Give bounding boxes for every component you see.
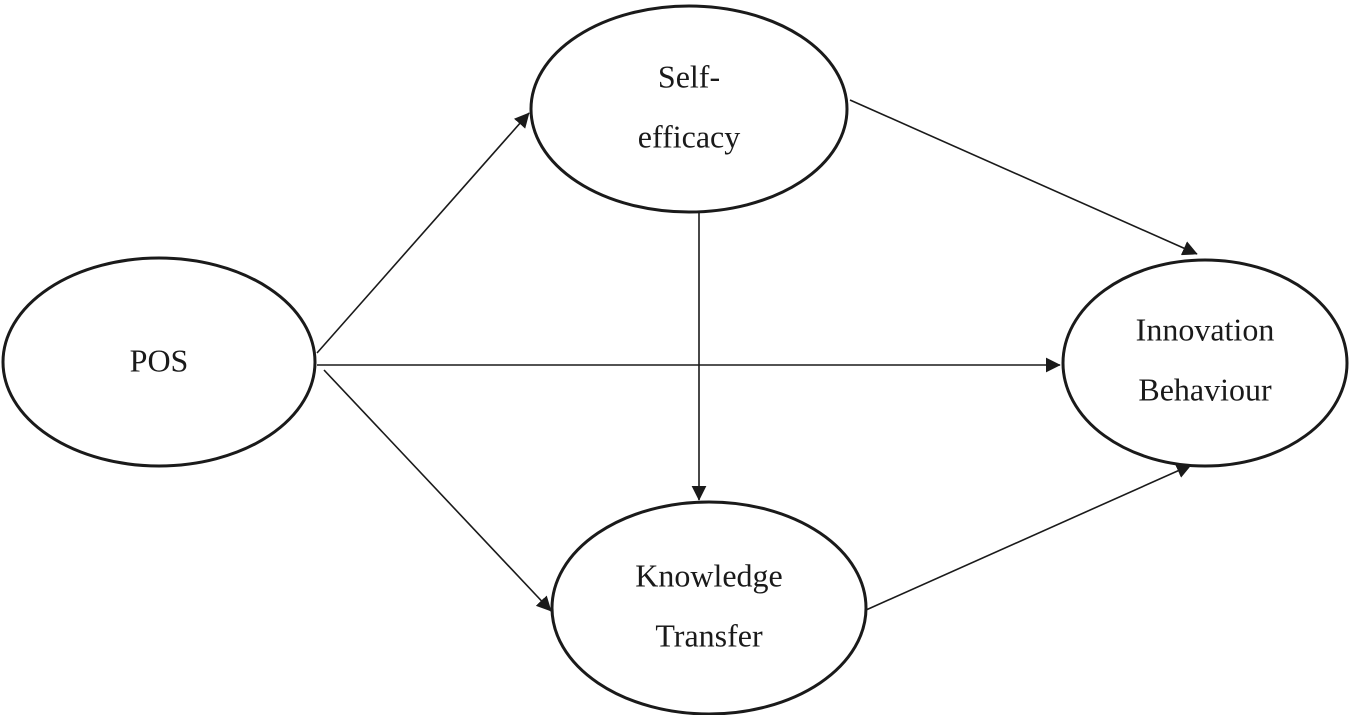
node-pos: POS (1, 256, 317, 468)
edge-pos-to-knowledge-transfer (323, 369, 552, 612)
node-self-efficacy-label-line-2: efficacy (638, 118, 740, 154)
edge-pos-to-self-efficacy (316, 112, 530, 354)
edge-self-efficacy-to-innovation-behaviour (849, 99, 1198, 256)
node-innovation-behaviour-label-line-1: Innovation (1136, 311, 1275, 347)
node-self-efficacy-label-line-1: Self- (658, 58, 720, 94)
node-knowledge-transfer-label-line-2: Transfer (655, 617, 763, 653)
edges-group (316, 99, 1198, 612)
node-knowledge-transfer-label-line-1: Knowledge (635, 557, 783, 593)
node-pos-label: POS (130, 342, 189, 378)
node-knowledge-transfer: Knowledge Transfer (550, 500, 868, 715)
node-innovation-behaviour-label-line-2: Behaviour (1138, 371, 1272, 407)
node-innovation-behaviour: Innovation Behaviour (1061, 258, 1349, 468)
node-self-efficacy: Self- efficacy (529, 4, 849, 214)
edge-knowledge-transfer-to-innovation-behaviour (865, 463, 1192, 611)
